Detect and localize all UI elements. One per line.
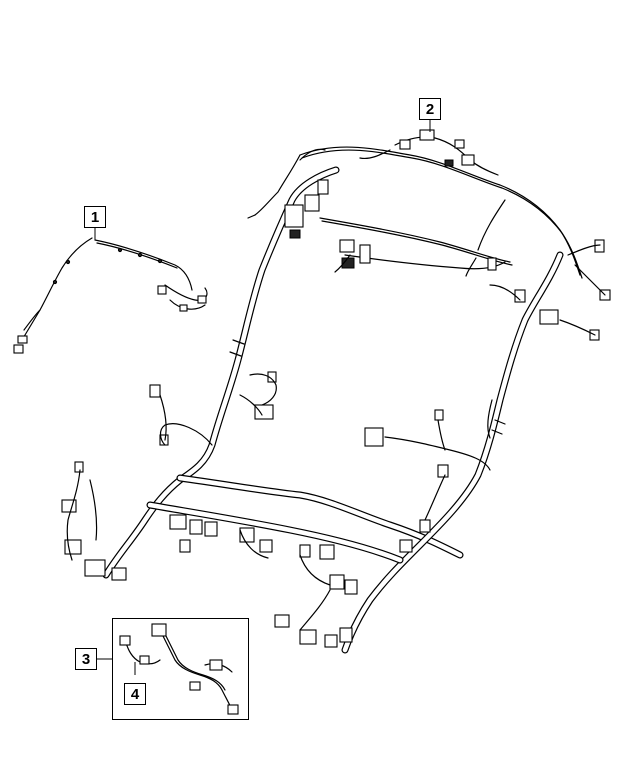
harness-2 (359, 129, 499, 176)
connector-clusters (61, 179, 611, 648)
callout-leaders (94, 120, 431, 675)
callout-1: 1 (84, 206, 106, 228)
inset-harness-3 (151, 623, 239, 715)
harness-1 (13, 237, 208, 354)
inset-harness-4 (119, 635, 161, 665)
branch-wires (66, 148, 606, 631)
callout-3: 3 (75, 648, 97, 670)
callout-4: 4 (124, 683, 146, 705)
callout-2: 2 (419, 98, 441, 120)
inset-detail-box (112, 618, 249, 720)
